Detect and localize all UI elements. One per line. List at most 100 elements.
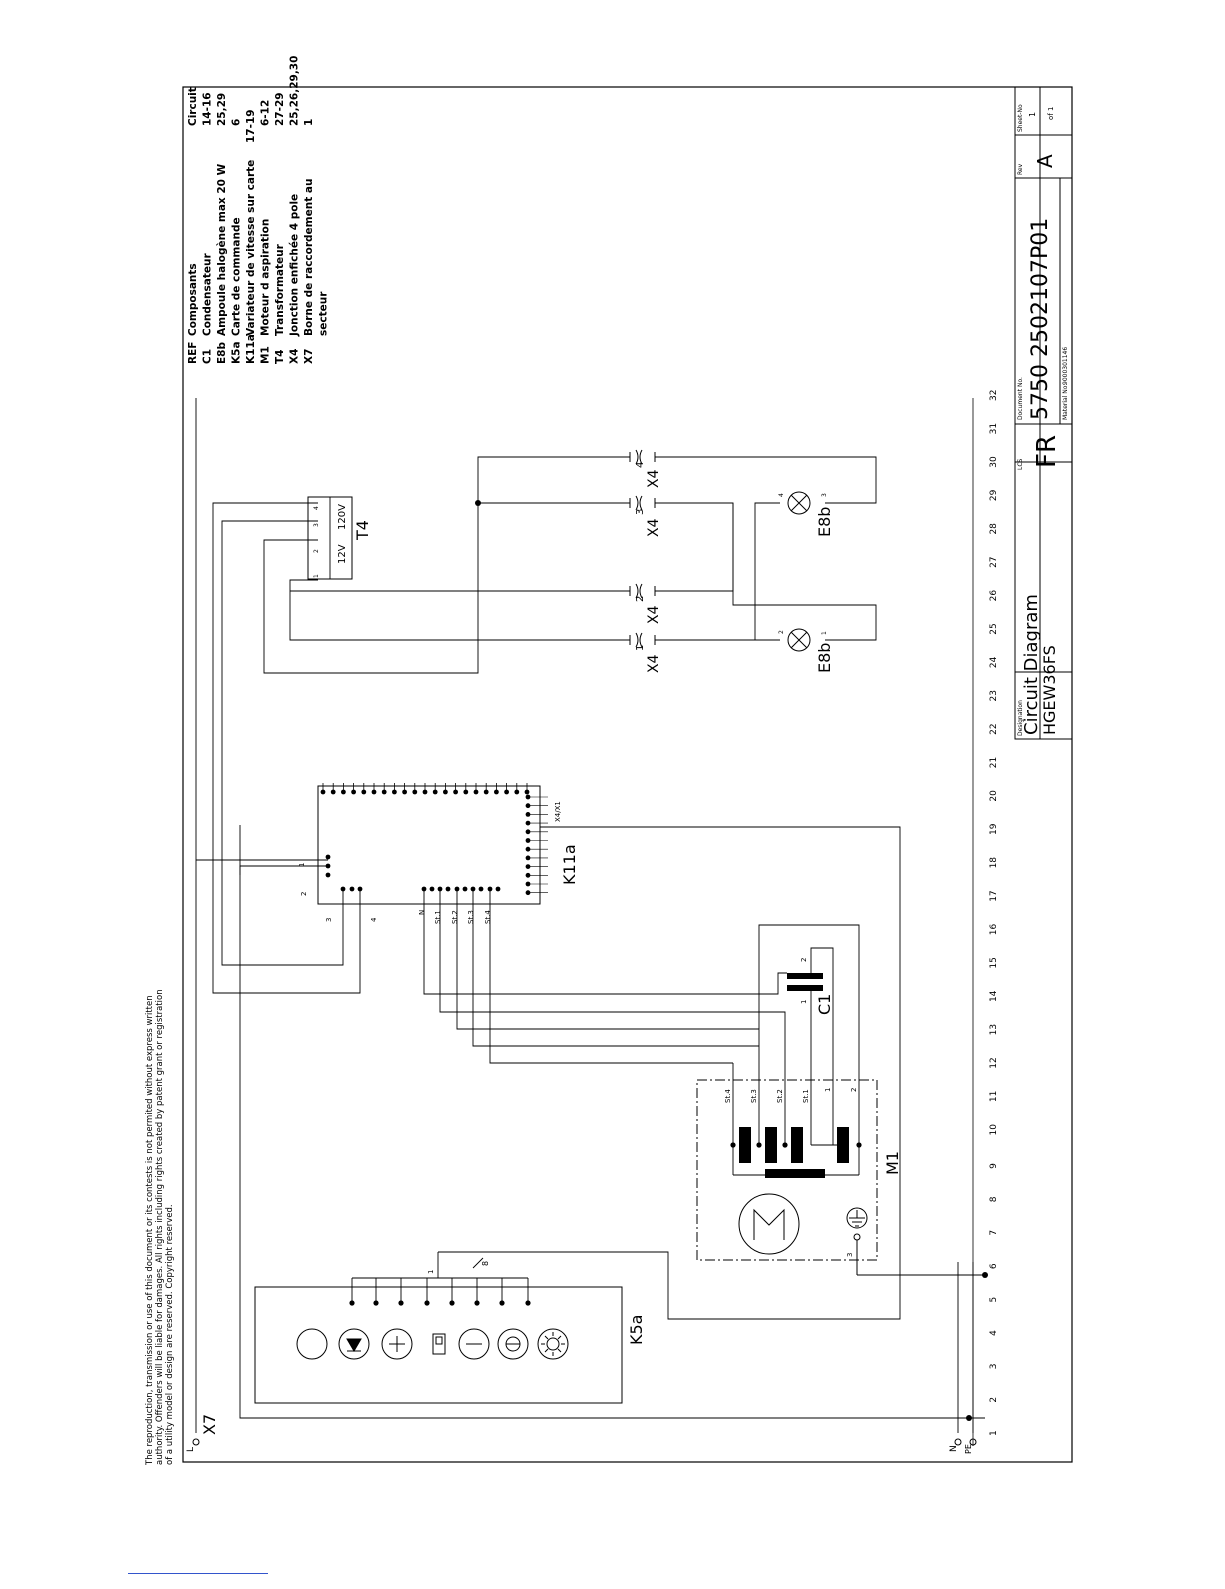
k11a-pin: 3 (325, 918, 333, 922)
copyright-notice: The reproduction, transmission or use of… (145, 989, 175, 1466)
svg-text:E8b: E8b (216, 342, 228, 364)
circuit-number: 6 (989, 1263, 999, 1269)
circuit-number: 19 (989, 823, 999, 835)
svg-text:K11a: K11a (245, 334, 257, 364)
earth-icon (846, 1207, 868, 1229)
circuit-number: 2 (989, 1397, 999, 1403)
x4-connectors: X4 X4 X4 X4 1 2 3 4 (629, 449, 662, 673)
c1-pin: 1 (800, 1000, 808, 1004)
t4-primary: 120V (337, 504, 348, 530)
m1-ref: M1 (883, 1151, 902, 1175)
svg-text:M1: M1 (260, 346, 272, 364)
t4-transformer: 12V 120V T4 1 2 3 4 (307, 496, 372, 580)
svg-text:3: 3 (821, 493, 828, 497)
k11a-connector-label: X4/X1 (554, 801, 562, 822)
svg-text:Document No.: Document No. (1017, 377, 1024, 420)
k11a-motor-pin: St.2 (451, 910, 459, 924)
lamp-icon (787, 628, 811, 652)
x7-ref: X7 (200, 1414, 219, 1435)
circuit-number: 7 (989, 1230, 999, 1236)
k11a-pin: 4 (370, 917, 378, 922)
m1-pin-label: St.4 (724, 1089, 732, 1103)
m1-pin-label: 2 (850, 1088, 858, 1092)
svg-text:6-12: 6-12 (260, 100, 272, 126)
copyright-line: The reproduction, transmission or use of… (145, 995, 155, 1466)
title-block (1014, 86, 1073, 740)
model-number: HGEW36FS (1040, 645, 1059, 735)
legend-circuit-header: Circuit (187, 87, 199, 126)
svg-text:6: 6 (231, 119, 243, 126)
k11a-motor-pin: N (418, 910, 426, 915)
plus-button-icon (381, 1328, 413, 1360)
svg-text:25,29: 25,29 (216, 93, 228, 126)
svg-text:Designation: Designation (1017, 700, 1024, 736)
m1-earth-pin: 3 (846, 1253, 854, 1257)
e8b-ref: E8b (815, 507, 834, 537)
lamp-wiring (477, 456, 877, 641)
circuit-number: 11 (989, 1091, 999, 1102)
svg-text:Transformateur: Transformateur (274, 243, 286, 336)
material-number: 9000301146 (1062, 347, 1069, 385)
c1-capacitor: C1 1 2 (787, 947, 834, 1063)
x7-terminal-label: PE (964, 1444, 973, 1454)
motor-icon (738, 1193, 800, 1255)
circuit-number: 28 (989, 523, 999, 535)
component-legend: REF Composants Circuit C1Condensateur14-… (187, 56, 330, 364)
x7-terminal-label: N (949, 1445, 959, 1452)
svg-text:X4: X4 (289, 349, 301, 364)
language-code: FR (1032, 435, 1062, 468)
svg-text:2: 2 (778, 630, 785, 634)
k11a-motor-pin: St.3 (467, 910, 475, 924)
k11a-pin: 1 (298, 863, 306, 867)
svg-text:Material No.: Material No. (1062, 384, 1069, 420)
circuit-number: 23 (989, 690, 999, 701)
drawing-border (182, 86, 1073, 1463)
circuit-number: 18 (989, 857, 999, 869)
svg-text:1: 1 (303, 119, 315, 126)
legend-component-header: Composants (187, 263, 199, 336)
circuit-ruler: 1234567891011121314151617181920212223242… (989, 390, 999, 1436)
x4-ref: X4 (646, 654, 662, 673)
svg-text:3: 3 (313, 523, 320, 527)
svg-text:X7: X7 (303, 349, 315, 364)
k11a-pin: 2 (300, 892, 308, 896)
m1-pin-label: St.1 (802, 1089, 810, 1103)
circuit-number: 27 (989, 556, 999, 567)
k5a-ref: K5a (627, 1315, 646, 1345)
circuit-number: 8 (989, 1196, 999, 1202)
svg-text:14-16: 14-16 (202, 92, 214, 126)
page-footer-rule (128, 1573, 268, 1574)
x4-ref: X4 (646, 518, 662, 537)
svg-text:2: 2 (635, 596, 646, 602)
svg-text:2: 2 (313, 549, 320, 553)
lamp-icon (787, 491, 811, 515)
svg-text:Carte de commande: Carte de commande (231, 217, 243, 336)
document-number: 5750 2502107P01 (1028, 218, 1053, 420)
circuit-number: 21 (989, 757, 999, 768)
circuit-number: 31 (989, 423, 999, 434)
svg-text:1: 1 (313, 574, 320, 578)
k5a-bus-count: 8 (481, 1261, 490, 1266)
k11a-motor-pin: St.4 (484, 910, 492, 924)
k11a-ref: K11a (560, 844, 579, 885)
title-block-text: Designation Circuit Diagram HGEW36FS LCS… (1017, 104, 1069, 736)
svg-text:Rev: Rev (1017, 163, 1024, 175)
boost-button-icon (338, 1328, 370, 1360)
x4-ref: X4 (646, 469, 662, 488)
designation-title: Circuit Diagram (1021, 594, 1042, 735)
circuit-number: 14 (989, 990, 999, 1002)
circuit-number: 30 (989, 456, 999, 468)
circuit-number: 3 (989, 1363, 999, 1369)
svg-text:T4: T4 (274, 350, 286, 364)
svg-text:LCS: LCS (1017, 458, 1024, 470)
e8b-ref: E8b (815, 643, 834, 673)
circuit-number: 17 (989, 890, 999, 901)
svg-text:3: 3 (635, 509, 646, 515)
copyright-line: authority. Offenders will be liable for … (155, 989, 165, 1465)
circuit-number: 12 (989, 1057, 999, 1068)
circuit-number: 22 (989, 723, 999, 734)
svg-text:Condensateur: Condensateur (202, 253, 214, 336)
